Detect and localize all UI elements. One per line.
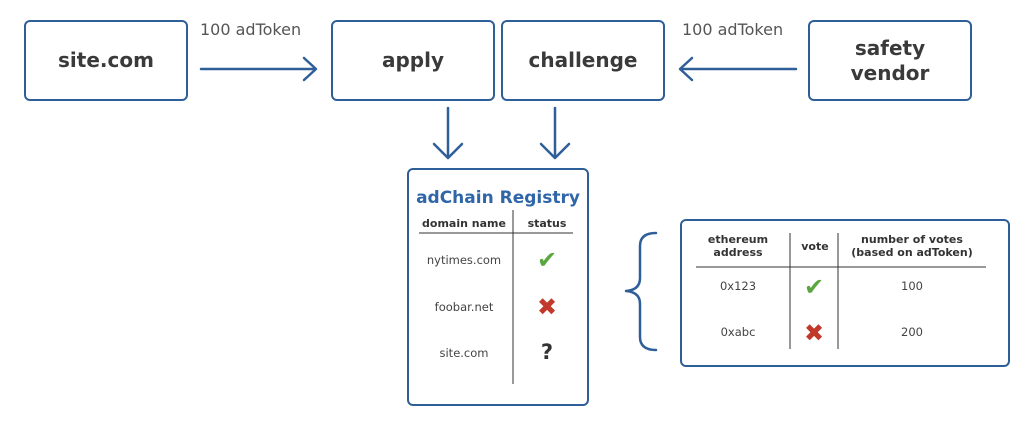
arrow-vendor-to-challenge — [678, 56, 798, 82]
votes-col-vote: vote — [801, 240, 829, 253]
cross-icon: ✖ — [803, 319, 825, 347]
registry-col-status: status — [527, 217, 567, 230]
votes-count-cell: 200 — [901, 325, 923, 339]
safety-vendor-node-label: safety vendor — [851, 36, 930, 86]
vendor-to-challenge-label: 100 adToken — [682, 20, 784, 39]
question-icon: ? — [540, 340, 554, 364]
challenge-node-label: challenge — [528, 48, 638, 72]
votes-count-cell: 100 — [901, 279, 923, 293]
safety-vendor-node: safety vendor — [808, 20, 972, 101]
arrow-challenge-to-registry — [539, 106, 571, 160]
votes-col-address-line1: ethereum — [707, 233, 769, 246]
arrow-site-to-apply — [199, 56, 318, 82]
registry-title: adChain Registry — [416, 188, 580, 208]
safety-vendor-line2: vendor — [850, 60, 930, 85]
registry-col-domain: domain name — [422, 217, 506, 230]
votes-col-address-line2: address — [713, 246, 763, 260]
registry-domain-cell: site.com — [439, 346, 489, 360]
site-node-label: site.com — [58, 48, 154, 72]
registry-domain-cell: foobar.net — [434, 300, 494, 314]
registry-domain-cell: nytimes.com — [426, 253, 502, 267]
apply-node: apply — [331, 20, 495, 101]
cross-icon: ✖ — [536, 293, 558, 321]
safety-vendor-line1: safety — [854, 35, 926, 60]
check-icon: ✔ — [536, 246, 558, 274]
votes-col-count-line2: (based on adToken) — [851, 246, 973, 260]
votes-col-count: number of votes (based on adToken) — [842, 233, 982, 259]
votes-address-cell: 0x123 — [719, 279, 757, 293]
votes-grid — [696, 233, 986, 349]
votes-address-cell: 0xabc — [720, 325, 756, 339]
site-node: site.com — [24, 20, 188, 101]
registry-panel: adChain Registry domain name status nyti… — [407, 168, 589, 406]
challenge-node: challenge — [501, 20, 665, 101]
apply-node-label: apply — [381, 48, 445, 72]
curly-brace — [624, 231, 658, 352]
check-icon: ✔ — [803, 273, 825, 301]
votes-col-address: ethereum address — [692, 233, 784, 259]
votes-col-count-line1: number of votes — [861, 233, 963, 246]
arrow-apply-to-registry — [432, 106, 464, 160]
registry-grid — [419, 210, 573, 384]
votes-panel: ethereum address vote number of votes (b… — [680, 219, 1010, 367]
site-to-apply-label: 100 adToken — [200, 20, 302, 39]
